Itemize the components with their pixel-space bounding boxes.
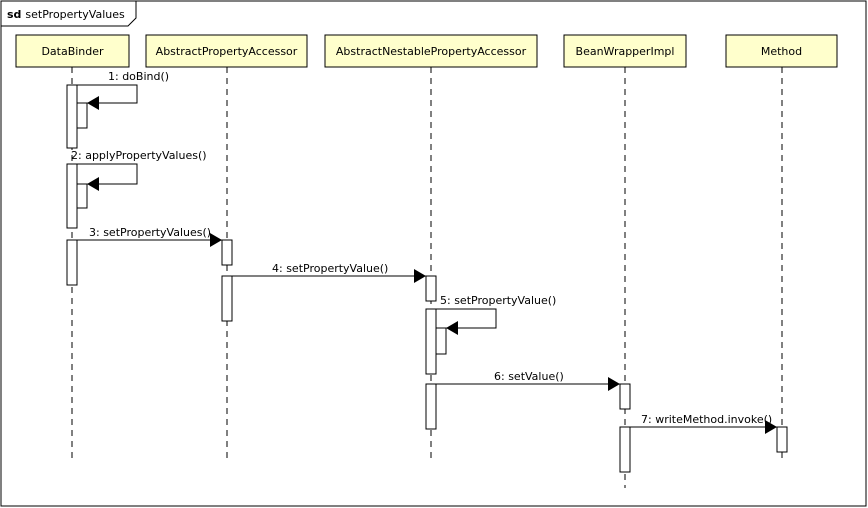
message-line <box>436 308 497 329</box>
activation-method-1 <box>776 426 788 453</box>
message-arrowhead <box>765 420 777 434</box>
lifeline-databinder[interactable]: DataBinder <box>15 34 130 460</box>
activation-beanwrapperimpl-1 <box>619 383 631 410</box>
message-4-setpropertyvalue[interactable]: 4: setPropertyValue() <box>232 262 426 283</box>
frame-keyword: sd <box>7 8 21 21</box>
message-label: 5: setPropertyValue() <box>440 294 556 307</box>
message-arrowhead <box>87 177 99 191</box>
activation-abstractnestable-3 <box>425 383 437 430</box>
lifeline-label: AbstractNestablePropertyAccessor <box>336 45 527 58</box>
lifeline-abstractpropertyaccessor[interactable]: AbstractPropertyAccessor <box>145 34 308 460</box>
activation-databinder-2 <box>66 163 78 229</box>
message-arrowhead <box>446 321 458 335</box>
lifeline-label: AbstractPropertyAccessor <box>156 45 298 58</box>
activations <box>66 84 788 473</box>
activation-beanwrapperimpl-2 <box>619 426 631 473</box>
activation-databinder-2-nested <box>76 183 88 209</box>
message-label: 7: writeMethod.invoke() <box>641 413 772 426</box>
message-label: 2: applyPropertyValues() <box>71 149 207 162</box>
message-6-setvalue[interactable]: 6: setValue() <box>436 370 620 391</box>
message-line <box>77 163 138 185</box>
lifeline-abstractnestablepropertyaccessor[interactable]: AbstractNestablePropertyAccessor <box>324 34 538 460</box>
lifeline-method[interactable]: Method <box>725 34 838 460</box>
message-arrowhead <box>414 269 426 283</box>
message-arrowhead <box>608 377 620 391</box>
message-label: 3: setPropertyValues() <box>89 226 211 239</box>
activation-databinder-3 <box>66 239 78 286</box>
message-line <box>77 84 138 104</box>
activation-abstractnestable-1 <box>425 275 437 302</box>
message-arrowhead <box>87 96 99 110</box>
lifeline-head <box>145 34 308 68</box>
activation-abstractnestable-2-nested <box>435 327 447 355</box>
activation-abstractpropertyaccessor-1 <box>221 239 233 266</box>
lifeline-label: Method <box>761 45 802 58</box>
message-label: 1: doBind() <box>108 70 169 83</box>
message-label: 4: setPropertyValue() <box>272 262 388 275</box>
frame-name: setPropertyValues <box>25 8 125 21</box>
activation-databinder-1-nested <box>76 102 88 129</box>
activation-abstractpropertyaccessor-2 <box>221 275 233 322</box>
message-arrowhead <box>210 233 222 247</box>
message-2-applypropertyvalues[interactable]: 2: applyPropertyValues() <box>71 149 207 191</box>
lifeline-head <box>15 34 130 68</box>
activation-abstractnestable-2 <box>425 308 437 375</box>
lifeline-label: BeanWrapperImpl <box>576 45 675 58</box>
message-7-writemethod-invoke[interactable]: 7: writeMethod.invoke() <box>630 413 777 434</box>
frame-title-tab <box>1 1 137 27</box>
lifeline-head <box>725 34 838 68</box>
lifeline-beanwrapperimpl[interactable]: BeanWrapperImpl <box>563 34 687 488</box>
activation-databinder-1 <box>66 84 78 149</box>
lifeline-head <box>563 34 687 68</box>
message-1-dobind[interactable]: 1: doBind() <box>77 70 169 110</box>
message-3-setpropertyvalues[interactable]: 3: setPropertyValues() <box>77 226 222 247</box>
frame-title: sd setPropertyValues <box>7 8 125 21</box>
lifeline-label: DataBinder <box>41 45 104 58</box>
message-label: 6: setValue() <box>494 370 564 383</box>
message-5-setpropertyvalue-self[interactable]: 5: setPropertyValue() <box>436 294 556 335</box>
